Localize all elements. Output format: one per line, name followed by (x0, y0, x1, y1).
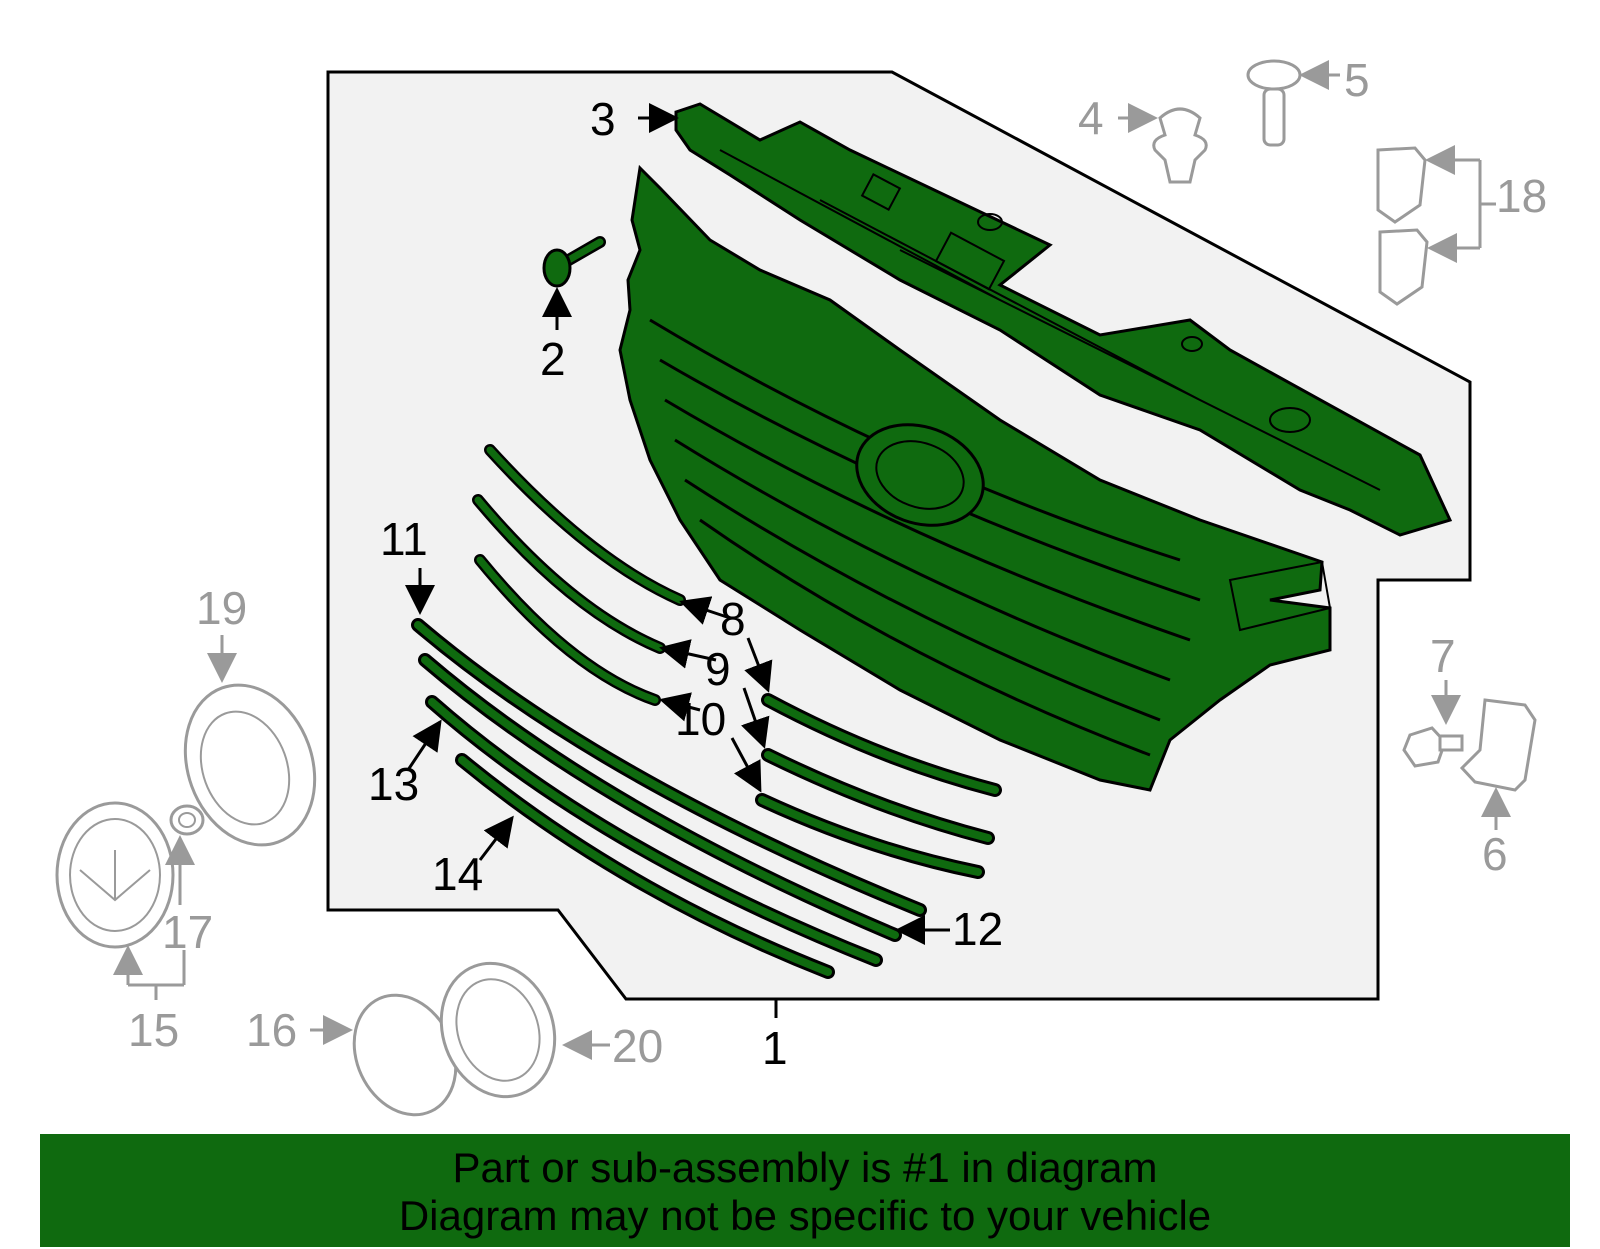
part-18-brackets[interactable] (1376, 146, 1429, 306)
callout-11: 11 (380, 513, 428, 565)
callout-18: 18 (1496, 170, 1547, 222)
part-3-upper-support[interactable] (674, 102, 1453, 537)
callout-19: 19 (196, 582, 247, 634)
callout-5: 5 (1344, 54, 1370, 106)
disclaimer-banner: Part or sub-assembly is #1 in diagram Di… (40, 1134, 1570, 1247)
part-20-bezel[interactable] (423, 947, 573, 1112)
callout-15: 15 (128, 1004, 179, 1056)
part-6-bracket[interactable] (1459, 698, 1537, 792)
callout-8: 8 (720, 593, 746, 645)
leader-lines (405, 103, 950, 1018)
callout-6: 6 (1482, 828, 1508, 880)
banner-line-1: Part or sub-assembly is #1 in diagram (452, 1144, 1158, 1191)
molding-strips-lower[interactable] (411, 618, 927, 979)
callout-12: 12 (952, 903, 1003, 955)
callout-16: 16 (246, 1004, 297, 1056)
molding-strips-upper[interactable] (472, 444, 686, 706)
callout-20: 20 (612, 1020, 663, 1072)
part-19-emblem-base[interactable] (164, 667, 337, 864)
part-4-clip[interactable] (1152, 107, 1208, 184)
callout-14: 14 (432, 848, 483, 900)
callout-3: 3 (590, 93, 616, 145)
molding-strips-right[interactable] (755, 693, 1002, 879)
callout-1: 1 (762, 1022, 788, 1074)
callout-4: 4 (1078, 92, 1104, 144)
part-7-clip[interactable] (1402, 726, 1464, 768)
part-2-bolt[interactable] (542, 236, 606, 288)
callout-9: 9 (705, 643, 731, 695)
callout-2: 2 (540, 333, 566, 385)
part-17-clip[interactable] (169, 804, 205, 836)
part-15-emblem[interactable] (55, 801, 175, 949)
leader-lines-aux (113, 60, 1511, 1060)
callout-17: 17 (162, 906, 213, 958)
banner-line-2: Diagram may not be specific to your vehi… (398, 1192, 1212, 1239)
callout-13: 13 (368, 758, 419, 810)
part-1-grille[interactable] (618, 164, 1332, 792)
callout-10: 10 (675, 693, 726, 745)
callout-7: 7 (1430, 630, 1456, 682)
part-5-screw[interactable] (1246, 59, 1302, 147)
